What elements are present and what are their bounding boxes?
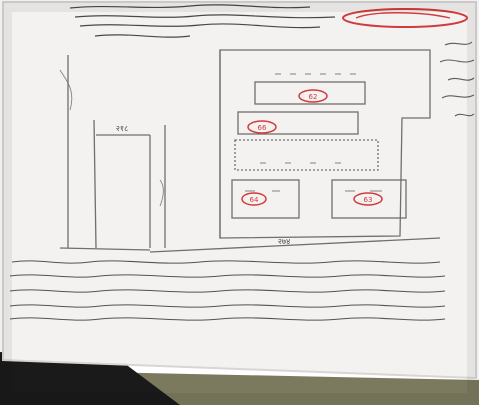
header-handwriting: [69, 4, 336, 38]
plot-label-64: 64: [241, 192, 267, 206]
plot-66-label: 66: [258, 124, 267, 132]
plot-66-circle: [247, 120, 277, 134]
plot-62-circle: [298, 89, 328, 103]
paper-sheet: [3, 2, 476, 378]
survey-map: [59, 49, 441, 253]
plot-label-63: 63: [353, 192, 383, 206]
plot-63-label: 63: [364, 196, 373, 204]
footer-handwriting: [9, 260, 446, 321]
red-serial-text: [355, 12, 451, 19]
dark-corner: [0, 352, 180, 405]
plot-63-circle: [353, 192, 383, 206]
right-margin-notes: [439, 41, 475, 117]
paper-edge: [1, 1, 477, 380]
interior-notes: [59, 69, 382, 207]
plot-label-66: 66: [247, 120, 277, 134]
dimension-label-left: २१८: [116, 124, 128, 133]
dimension-label-bottom: २७४: [278, 237, 290, 246]
plot-64-label: 64: [250, 196, 259, 204]
plot-64-circle: [241, 192, 267, 206]
plot-62-label: 62: [309, 93, 318, 101]
plot-label-62: 62: [298, 89, 328, 103]
red-circle-serial: [342, 8, 468, 28]
